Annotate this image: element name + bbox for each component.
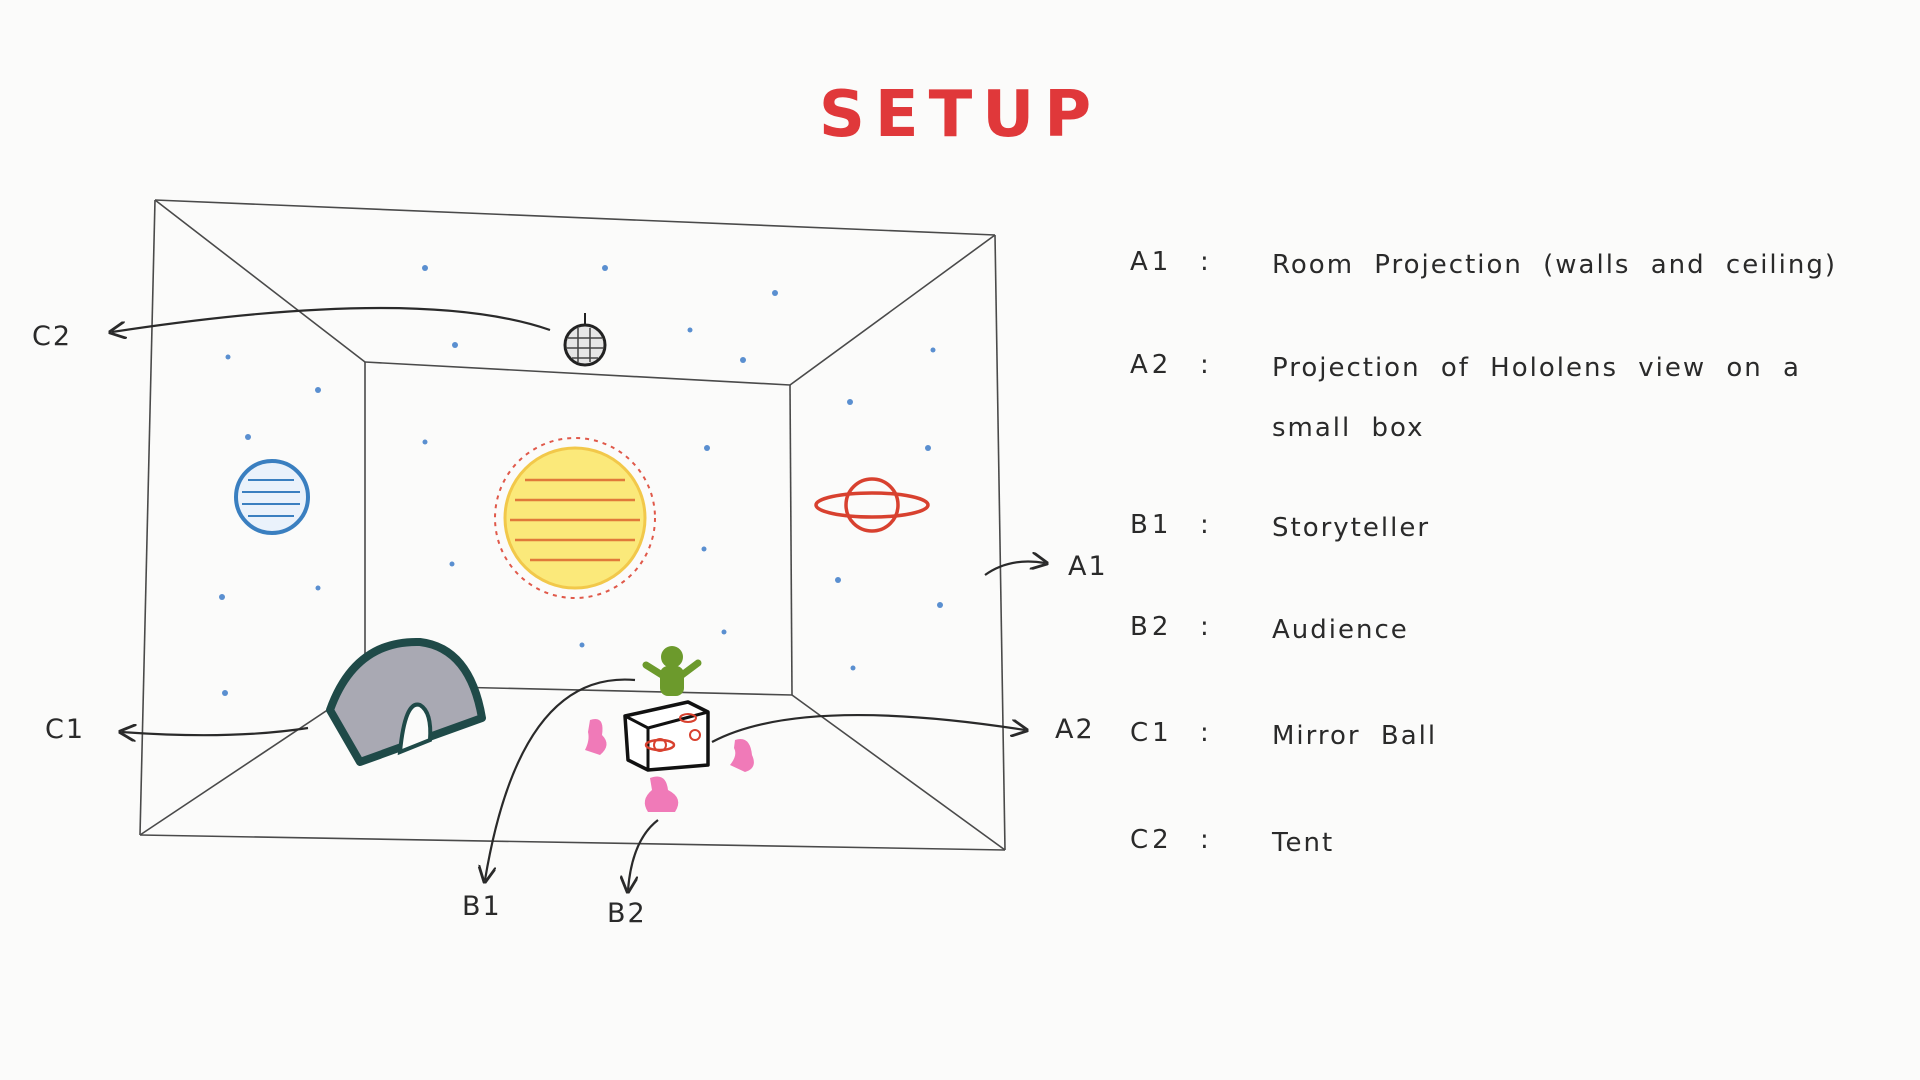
arrow-a1 — [984, 562, 1045, 576]
legend-sep: : — [1200, 718, 1209, 748]
arrow-c1 — [122, 728, 309, 735]
audience-figures — [585, 719, 754, 812]
ringed-planet — [814, 477, 930, 533]
callout-arrows — [112, 306, 1045, 890]
label-a1: A1 — [1068, 551, 1108, 582]
legend-sep: : — [1200, 612, 1209, 642]
legend-sep: : — [1200, 510, 1209, 540]
sun — [494, 437, 656, 599]
legend-desc: Audience — [1272, 615, 1409, 645]
label-c2: C2 — [32, 321, 72, 352]
legend-code: A1 — [1130, 247, 1173, 277]
page-title: SETUP — [818, 78, 1102, 152]
legend-row-b2: B2 : Audience — [1130, 612, 1890, 652]
legend-code: C2 — [1130, 825, 1173, 855]
legend-code: B2 — [1130, 612, 1173, 642]
star-dots — [219, 265, 943, 696]
legend-row-c2: C2 : Tent — [1130, 825, 1890, 865]
legend-row-a1: A1 : Room Projection (walls and ceiling) — [1130, 247, 1890, 287]
arrow-b1 — [485, 678, 636, 880]
mirror-ball — [563, 313, 607, 367]
legend-desc: Tent — [1272, 828, 1335, 858]
legend-desc: Room Projection (walls and ceiling) — [1272, 250, 1837, 280]
arrow-a2 — [711, 713, 1025, 743]
legend-sep: : — [1200, 350, 1209, 380]
legend-desc: Storyteller — [1272, 513, 1431, 543]
label-a2: A2 — [1055, 714, 1095, 745]
legend-desc: Projection of Hololens view on a small b… — [1272, 353, 1801, 443]
legend-sep: : — [1200, 247, 1209, 277]
legend-code: A2 — [1130, 350, 1173, 380]
arrow-b2 — [628, 819, 659, 890]
arrow-c2 — [112, 306, 551, 332]
storyteller-figure — [642, 646, 702, 696]
legend-row-b1: B1 : Storyteller — [1130, 510, 1890, 550]
legend-sep: : — [1200, 825, 1209, 855]
label-b1: B1 — [462, 891, 502, 922]
legend-code: B1 — [1130, 510, 1173, 540]
legend-code: C1 — [1130, 718, 1173, 748]
blue-planet — [234, 459, 310, 535]
legend-row-c1: C1 : Mirror Ball — [1130, 718, 1890, 758]
tent — [326, 637, 486, 766]
legend-row-a2: A2 : Projection of Hololens view on a sm… — [1130, 350, 1890, 443]
projection-box — [623, 700, 710, 772]
legend-desc: Mirror Ball — [1272, 721, 1438, 751]
label-c1: C1 — [45, 714, 85, 745]
label-b2: B2 — [607, 898, 647, 929]
